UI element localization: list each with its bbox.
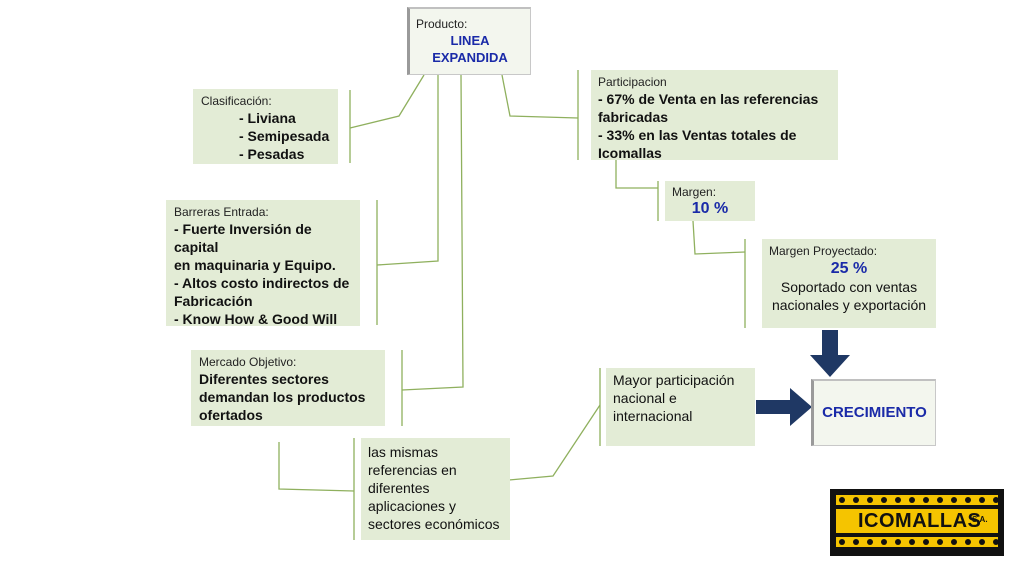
producto-value-line1: LINEA [450, 33, 490, 48]
margen-proyectado-value: 25 % [830, 260, 868, 277]
participacion-line: fabricadas [598, 109, 669, 125]
participacion-label: Participacion [598, 75, 667, 89]
icomallas-logo: ICOMALLAS S.A. [830, 489, 1004, 556]
clasificacion-item: - Pesadas [239, 146, 305, 162]
barreras-box: Barreras Entrada: - Fuerte Inversión de … [166, 200, 360, 327]
referencias-line: diferentes [368, 480, 430, 496]
margen-proyectado-line: nacionales y exportación [771, 297, 927, 313]
referencias-line: las mismas [368, 444, 439, 460]
barreras-line: - Know How & Good Will [174, 311, 338, 327]
mayor-participacion-box: Mayor participación nacional e internaci… [606, 368, 755, 446]
barreras-label: Barreras Entrada: [174, 205, 269, 219]
margen-value: 10 % [691, 200, 729, 217]
referencias-line: referencias en [368, 462, 457, 478]
margen-label: Margen: [672, 185, 717, 199]
clasificacion-label: Clasificación: [201, 94, 272, 108]
mayor-line: Mayor participación [613, 372, 735, 388]
margen-proyectado-line: Soportado con ventas [780, 279, 918, 295]
connector-referencias [278, 442, 355, 492]
participacion-line: - 67% de Venta en las referencias [598, 91, 819, 107]
mercado-label: Mercado Objetivo: [199, 355, 297, 369]
connector-margen [615, 160, 658, 189]
connector-mercado [401, 74, 464, 391]
logo-text: ICOMALLAS [858, 510, 982, 532]
participacion-line: Icomallas [598, 145, 662, 161]
down-arrow-icon [810, 330, 850, 377]
mercado-line: Diferentes sectores [199, 371, 329, 387]
logo-suffix: S.A. [972, 515, 988, 524]
crecimiento-label: CRECIMIENTO [822, 404, 927, 421]
clasificacion-box: Clasificación: - Liviana - Semipesada - … [193, 89, 338, 164]
clasificacion-item: - Liviana [239, 110, 296, 126]
mercado-line: ofertados [199, 407, 263, 423]
margen-proyectado-label: Margen Proyectado: [769, 244, 878, 258]
mercado-box: Mercado Objetivo: Diferentes sectores de… [191, 350, 385, 426]
margen-proyectado-box: Margen Proyectado: 25 % Soportado con ve… [762, 239, 936, 328]
connector-mayor [508, 404, 601, 481]
barreras-line: - Fuerte Inversión de capital [174, 221, 312, 255]
barreras-line: en maquinaria y Equipo. [174, 257, 336, 273]
connector-proyectado [692, 220, 746, 255]
referencias-line: aplicaciones y [368, 498, 456, 514]
participacion-line: - 33% en las Ventas totales de [598, 127, 797, 143]
logo-pattern-icon [836, 495, 999, 547]
mercado-line: demandan los productos [199, 389, 366, 405]
referencias-box: las mismas referencias en diferentes apl… [361, 438, 510, 540]
barreras-line: Fabricación [174, 293, 253, 309]
margen-box: Margen: 10 % [665, 181, 755, 221]
mayor-line: nacional e [613, 390, 677, 406]
participacion-box: Participacion - 67% de Venta en las refe… [591, 70, 838, 161]
crecimiento-box: CRECIMIENTO [811, 379, 936, 446]
producto-box: Producto: LINEA EXPANDIDA [407, 7, 531, 75]
referencias-line: sectores económicos [368, 516, 500, 532]
right-arrow-icon [756, 388, 812, 426]
mayor-line: internacional [613, 408, 693, 424]
barreras-line: - Altos costo indirectos de [174, 275, 350, 291]
producto-label: Producto: [416, 17, 468, 31]
producto-value-line2: EXPANDIDA [432, 50, 508, 65]
connector-barreras [376, 75, 439, 266]
clasificacion-item: - Semipesada [239, 128, 330, 144]
connector-participacion [501, 74, 579, 119]
connector-clasificacion [349, 74, 425, 129]
